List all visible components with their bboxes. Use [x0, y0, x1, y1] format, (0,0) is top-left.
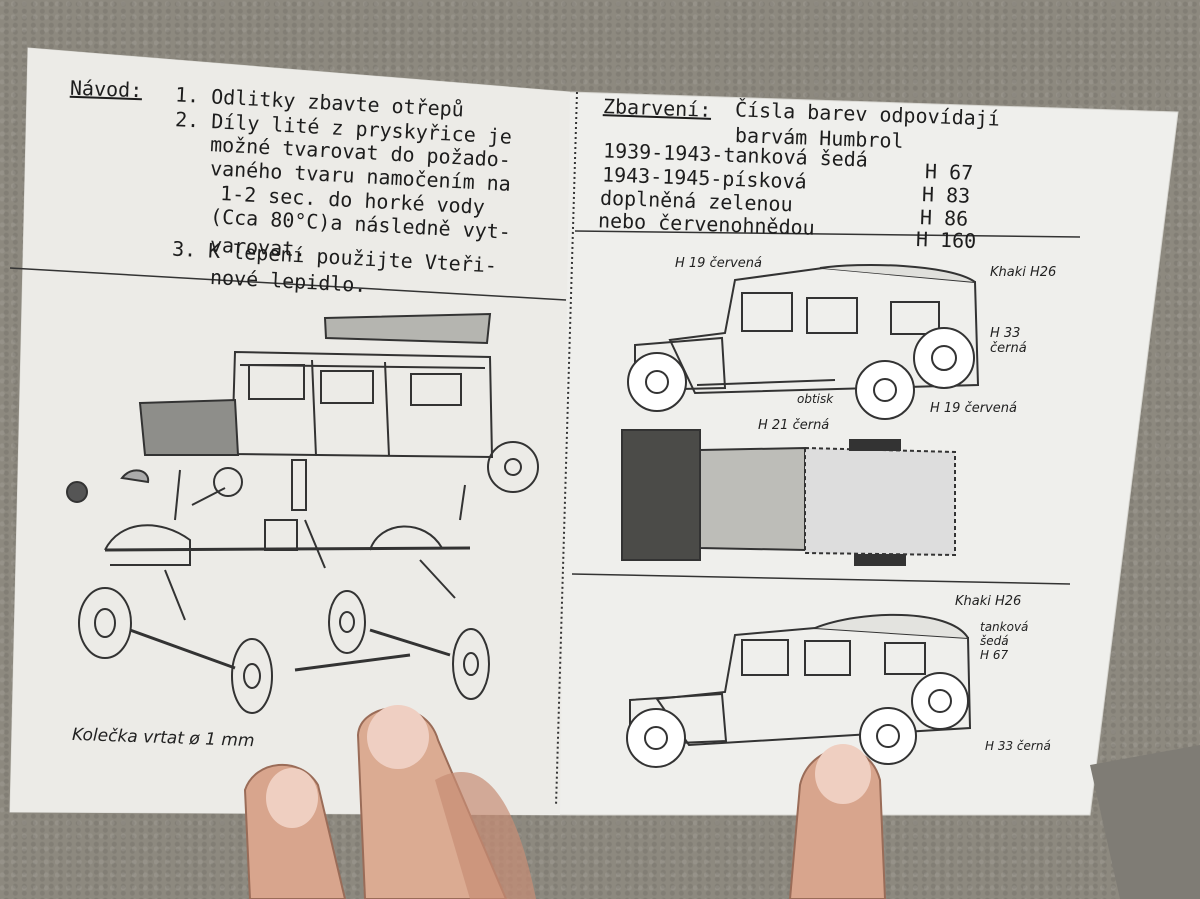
roof-cover [323, 312, 492, 345]
right-divider-2 [571, 573, 1071, 585]
callout-top-khaki: Khaki H26 [990, 265, 1057, 280]
wheel-rear-left [328, 590, 366, 654]
callout-bottom-khaki: Khaki H26 [955, 594, 1022, 609]
instructions-heading: Návod: [69, 75, 143, 103]
callout-top-obtisk: obtisk [797, 392, 834, 406]
callout-middle-h21: H 21 černá [758, 418, 830, 433]
plan-view-drawing [621, 429, 956, 566]
callout-top-h19: H 19 červená [675, 256, 762, 271]
colour-row-4-code: H 160 [915, 226, 977, 254]
left-horizontal-divider [9, 267, 567, 301]
colour-row-2-code: H 83 [921, 182, 971, 208]
spare-wheel [487, 441, 539, 493]
wheel-front-left [78, 587, 132, 659]
top-vehicle-drawing [627, 263, 980, 420]
callout-bottom-tank-grey: tanková šedá H 67 [980, 620, 1029, 662]
vertical-divider [555, 91, 578, 807]
colouring-heading: Zbarvení: [602, 94, 712, 122]
colour-row-3-code: H 86 [919, 205, 969, 231]
callout-top-h19-bottom: H 19 červená [930, 401, 1017, 416]
wheel-front-right [231, 638, 273, 714]
callout-top-h33: H 33 černá [990, 326, 1027, 356]
right-divider-1 [574, 230, 1081, 238]
headlamp [66, 481, 88, 503]
left-exploded-drawing [66, 312, 539, 714]
wheel-rear-right [452, 628, 490, 700]
callout-bottom-h33: H 33 černá [985, 739, 1051, 753]
colour-row-1-code: H 67 [924, 159, 974, 185]
paper-shadow-fold [10, 48, 570, 815]
